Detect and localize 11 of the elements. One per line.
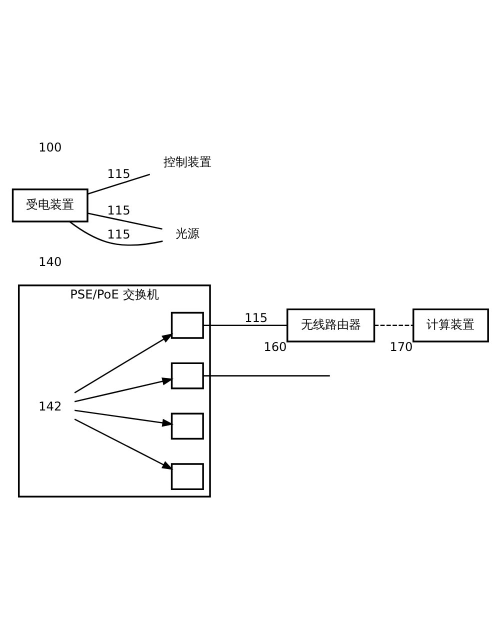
node-text: 142 [38,399,62,414]
node-text: 光源 [175,226,200,240]
node-label: 160 [264,340,287,354]
node-label: 140 [38,255,62,270]
label: 100 [38,140,62,154]
node-label: 170 [390,340,413,354]
edge-label: 115 [244,311,268,326]
edge-label: 115 [107,228,130,242]
node-text: 控制装置 [163,155,212,170]
edge-label: 115 [107,166,130,181]
edge-label: 115 [107,203,130,218]
